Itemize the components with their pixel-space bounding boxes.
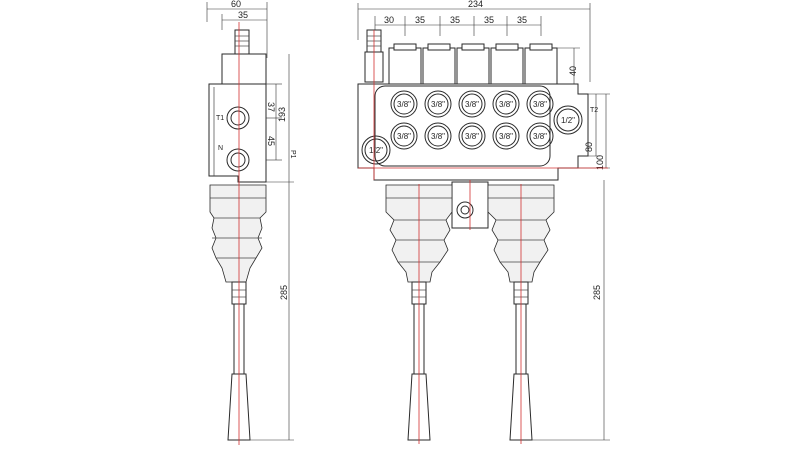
dim-front-30: 30 xyxy=(384,15,394,25)
label-p1: P1 xyxy=(289,150,296,159)
outlet-port xyxy=(553,105,583,135)
dim-front-80: 80 xyxy=(584,142,594,152)
work-ports-upper: 3/8" 3/8" 3/8" 3/8" 3/8" xyxy=(390,90,554,118)
dim-side-193: 193 xyxy=(277,107,287,122)
front-handle-right xyxy=(487,184,555,444)
spool-caps xyxy=(388,43,558,85)
label-n: N xyxy=(218,145,223,152)
work-port-label: 3/8" xyxy=(465,100,479,109)
side-spool-stem xyxy=(234,29,250,55)
dim-front-35-b: 35 xyxy=(450,15,460,25)
work-port-label: 3/8" xyxy=(431,100,445,109)
work-port-label: 3/8" xyxy=(465,132,479,141)
work-ports-lower: 3/8" 3/8" 3/8" 3/8" 3/8" xyxy=(390,122,554,150)
dim-side-45: 45 xyxy=(266,136,276,146)
dim-front-285: 285 xyxy=(592,285,602,300)
work-port-label: 3/8" xyxy=(533,100,547,109)
front-handle-left xyxy=(385,184,453,444)
work-port-label: 3/8" xyxy=(431,132,445,141)
dim-front-100: 100 xyxy=(595,155,605,170)
side-handle-assembly: 285 xyxy=(209,181,294,441)
inlet-port-label: 1/2" xyxy=(369,146,383,155)
dim-front-35-c: 35 xyxy=(484,15,494,25)
side-inner-dimension: 35 xyxy=(221,10,267,30)
front-285-dimension: 285 xyxy=(532,180,610,441)
side-port-t1 xyxy=(226,106,250,130)
work-port-label: 3/8" xyxy=(533,132,547,141)
work-port-label: 3/8" xyxy=(397,100,411,109)
work-port-label: 3/8" xyxy=(499,132,513,141)
side-width-dimension: 60 xyxy=(206,0,268,58)
side-rubber-boot xyxy=(209,184,267,283)
dim-front-total: 234 xyxy=(468,0,483,9)
side-vertical-dimensions: 37 45 193 xyxy=(266,54,290,182)
label-t1: T1 xyxy=(216,115,224,122)
dim-front-40: 40 xyxy=(568,66,578,76)
label-t2: T2 xyxy=(590,107,598,114)
inlet-port xyxy=(361,135,391,165)
front-pitch-dimensions: 30 35 35 35 35 xyxy=(374,15,542,36)
side-port-n xyxy=(226,148,250,172)
dim-side-inner: 35 xyxy=(238,10,248,20)
side-cap xyxy=(221,53,267,85)
dim-side-width: 60 xyxy=(231,0,241,9)
dim-front-35-a: 35 xyxy=(415,15,425,25)
side-view: 60 35 T1 N P1 37 45 xyxy=(206,0,296,445)
dim-front-35-d: 35 xyxy=(517,15,527,25)
work-port-label: 3/8" xyxy=(499,100,513,109)
dim-side-285: 285 xyxy=(279,285,289,300)
front-view: 234 30 35 35 35 35 xyxy=(357,0,610,444)
work-port-label: 3/8" xyxy=(397,132,411,141)
outlet-port-label: 1/2" xyxy=(561,116,575,125)
dim-side-37: 37 xyxy=(266,102,276,112)
front-total-width-dimension: 234 xyxy=(357,0,591,82)
